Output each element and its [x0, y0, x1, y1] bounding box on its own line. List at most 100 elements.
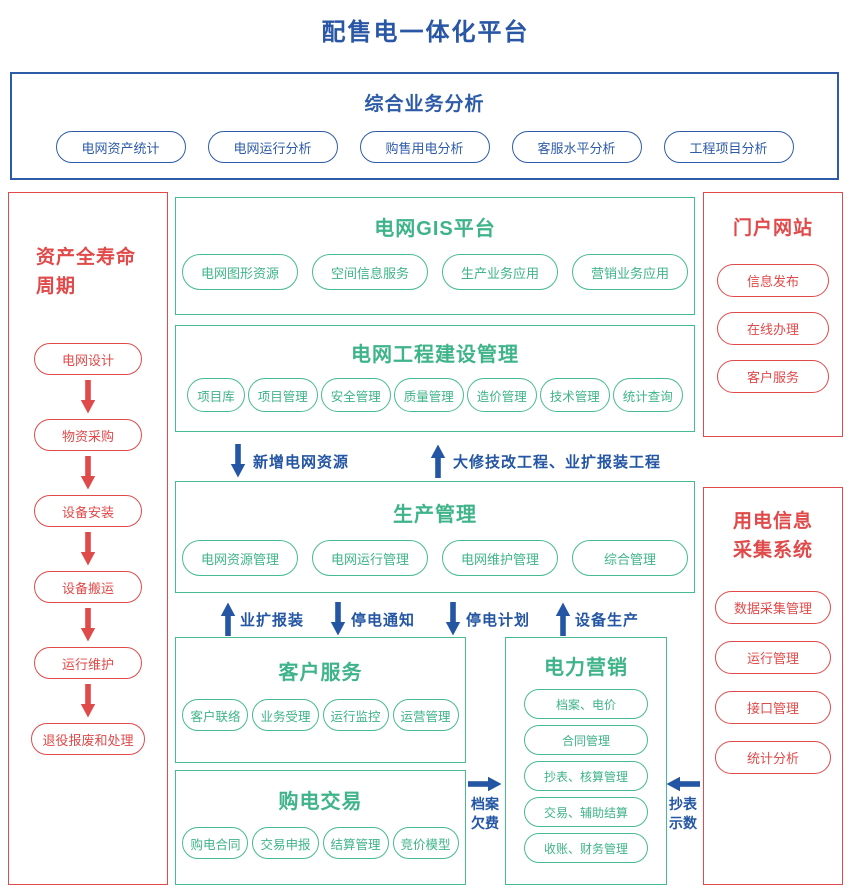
flow-business-expansion: 业扩报装	[220, 601, 304, 637]
arrow-down-icon	[80, 456, 96, 490]
asset-lifecycle-title: 资产全寿命 周期	[36, 247, 137, 298]
arrow-down-icon	[80, 532, 96, 566]
pill-safety-management: 安全管理	[320, 378, 391, 412]
node-equipment-transport: 设备搬运	[34, 571, 142, 603]
pill-trading-auxiliary-settlement: 交易、辅助结算	[524, 797, 648, 827]
production-management-panel: 生产管理 电网资源管理 电网运行管理 电网维护管理 综合管理	[175, 481, 695, 593]
power-purchase-trading-panel: 购电交易 购电合同 交易申报 结算管理 竞价模型	[175, 770, 466, 885]
pill-cost-management: 造价管理	[466, 378, 537, 412]
arrow-down-icon	[80, 380, 96, 414]
node-decommission-scrap-disposal: 退役报废和处理	[31, 723, 145, 755]
gis-title: 电网GIS平台	[374, 218, 496, 240]
pill-data-collection-mgmt: 数据采集管理	[715, 591, 831, 624]
pill-customer-service: 客户服务	[717, 360, 829, 393]
pill-trade-declaration: 交易申报	[252, 827, 319, 859]
pill-grid-maintenance-mgmt: 电网维护管理	[442, 540, 558, 576]
pill-purchase-sale-power-analysis: 购售用电分析	[359, 131, 490, 163]
production-pill-row: 电网资源管理 电网运行管理 电网维护管理 综合管理	[176, 540, 694, 576]
pill-grid-operation-mgmt: 电网运行管理	[312, 540, 428, 576]
pill-comprehensive-mgmt: 综合管理	[572, 540, 688, 576]
pill-meter-reading-accounting: 抄表、核算管理	[524, 761, 648, 791]
pill-bidding-model: 竞价模型	[392, 827, 459, 859]
pill-customer-service-level-analysis: 客服水平分析	[511, 131, 642, 163]
marketing-pill-column: 档案、电价 合同管理 抄表、核算管理 交易、辅助结算 收账、财务管理	[506, 689, 666, 863]
portal-website-panel: 门户网站 信息发布 在线办理 客户服务	[703, 192, 843, 437]
metering-pill-column: 数据采集管理 运行管理 接口管理 统计分析	[704, 591, 842, 774]
node-material-procurement: 物资采购	[34, 419, 142, 451]
pill-quality-management: 质量管理	[393, 378, 464, 412]
node-operation-maintenance: 运行维护	[34, 647, 142, 679]
analysis-pill-row: 电网资产统计 电网运行分析 购售用电分析 客服水平分析 工程项目分析	[12, 131, 837, 163]
node-grid-design: 电网设计	[34, 343, 142, 375]
pill-marketing-business-app: 营销业务应用	[572, 254, 688, 290]
flow-outage-plan: 停电计划	[445, 601, 530, 637]
purchase-pill-row: 购电合同 交易申报 结算管理 竞价模型	[176, 827, 465, 859]
arrow-up-icon	[220, 602, 236, 636]
arrow-up-icon	[555, 602, 571, 636]
purchase-title: 购电交易	[278, 791, 363, 813]
flow-meter-readings: 抄表 示数	[665, 776, 701, 833]
pill-online-processing: 在线办理	[717, 312, 829, 345]
asset-lifecycle-flow: 电网设计 物资采购 设备安装 设备搬运 运行维护 退役报废和处理	[9, 343, 167, 755]
customer-service-title: 客户服务	[278, 662, 363, 684]
pill-project-analysis: 工程项目分析	[663, 131, 794, 163]
portal-title: 门户网站	[732, 218, 813, 239]
construction-title: 电网工程建设管理	[351, 344, 519, 366]
node-equipment-installation: 设备安装	[34, 495, 142, 527]
flow-archive-arrears: 档案 欠费	[467, 776, 503, 833]
pill-operations-management: 运营管理	[392, 699, 459, 731]
grid-gis-platform-panel: 电网GIS平台 电网图形资源 空间信息服务 生产业务应用 营销业务应用	[175, 197, 695, 315]
pill-statistics-query: 统计查询	[612, 378, 683, 412]
pill-technology-management: 技术管理	[539, 378, 610, 412]
pill-operation-mgmt: 运行管理	[715, 641, 831, 674]
marketing-title: 电力营销	[544, 657, 628, 679]
production-title: 生产管理	[393, 504, 477, 526]
arrow-down-icon	[80, 684, 96, 718]
pill-receivables-finance-mgmt: 收账、财务管理	[524, 833, 648, 863]
arrow-down-icon	[445, 602, 461, 636]
pill-grid-graphic-resources: 电网图形资源	[182, 254, 298, 290]
page-title: 配售电一体化平台	[321, 19, 530, 46]
pill-grid-asset-statistics: 电网资产统计	[55, 131, 186, 163]
pill-settlement-management: 结算管理	[322, 827, 389, 859]
customer-service-panel: 客户服务 客户联络 业务受理 运行监控 运营管理	[175, 637, 466, 763]
pill-operation-monitoring: 运行监控	[322, 699, 389, 731]
arrow-up-icon	[430, 444, 446, 478]
pill-grid-resource-mgmt: 电网资源管理	[182, 540, 298, 576]
power-marketing-panel: 电力营销 档案、电价 合同管理 抄表、核算管理 交易、辅助结算 收账、财务管理	[505, 637, 667, 885]
pill-project-library: 项目库	[187, 378, 245, 412]
construction-pill-row: 项目库 项目管理 安全管理 质量管理 造价管理 技术管理 统计查询	[176, 378, 694, 412]
arrow-left-icon	[666, 776, 700, 792]
pill-archives-tariff: 档案、电价	[524, 689, 648, 719]
arrow-down-icon	[330, 602, 346, 636]
portal-pill-column: 信息发布 在线办理 客户服务	[704, 264, 842, 393]
pill-contract-management: 合同管理	[524, 725, 648, 755]
pill-project-management: 项目管理	[247, 378, 318, 412]
pill-grid-operation-analysis: 电网运行分析	[207, 131, 338, 163]
grid-construction-panel: 电网工程建设管理 项目库 项目管理 安全管理 质量管理 造价管理 技术管理 统计…	[175, 325, 695, 432]
arrow-down-icon	[230, 444, 246, 478]
gis-pill-row: 电网图形资源 空间信息服务 生产业务应用 营销业务应用	[176, 254, 694, 290]
analysis-title: 综合业务分析	[364, 94, 485, 115]
flow-overhaul-expansion-projects: 大修技改工程、业扩报装工程	[430, 443, 661, 479]
customer-service-pill-row: 客户联络 业务受理 运行监控 运营管理	[176, 699, 465, 731]
flow-equipment-production: 设备生产	[555, 601, 639, 637]
production-customer-flows: 业扩报装 停电通知 停电计划 设备生产	[175, 601, 695, 637]
metering-title: 用电信息 采集系统	[732, 511, 813, 561]
arrow-right-icon	[468, 776, 502, 792]
pill-spatial-info-services: 空间信息服务	[312, 254, 428, 290]
pill-customer-contact: 客户联络	[182, 699, 249, 731]
pill-business-acceptance: 业务受理	[252, 699, 319, 731]
flow-new-grid-resources: 新增电网资源	[230, 443, 349, 479]
arrow-down-icon	[80, 608, 96, 642]
pill-info-publishing: 信息发布	[717, 264, 829, 297]
pill-purchase-contract: 购电合同	[182, 827, 249, 859]
pill-statistical-analysis: 统计分析	[715, 741, 831, 774]
construction-production-flows: 新增电网资源 大修技改工程、业扩报装工程	[175, 443, 695, 479]
pill-production-business-app: 生产业务应用	[442, 254, 558, 290]
analysis-panel: 综合业务分析 电网资产统计 电网运行分析 购售用电分析 客服水平分析 工程项目分…	[10, 72, 839, 180]
pill-interface-mgmt: 接口管理	[715, 691, 831, 724]
flow-outage-notice: 停电通知	[330, 601, 415, 637]
asset-lifecycle-panel: 资产全寿命 周期 电网设计 物资采购 设备安装 设备搬运 运行维护 退役报废和处…	[8, 192, 168, 885]
